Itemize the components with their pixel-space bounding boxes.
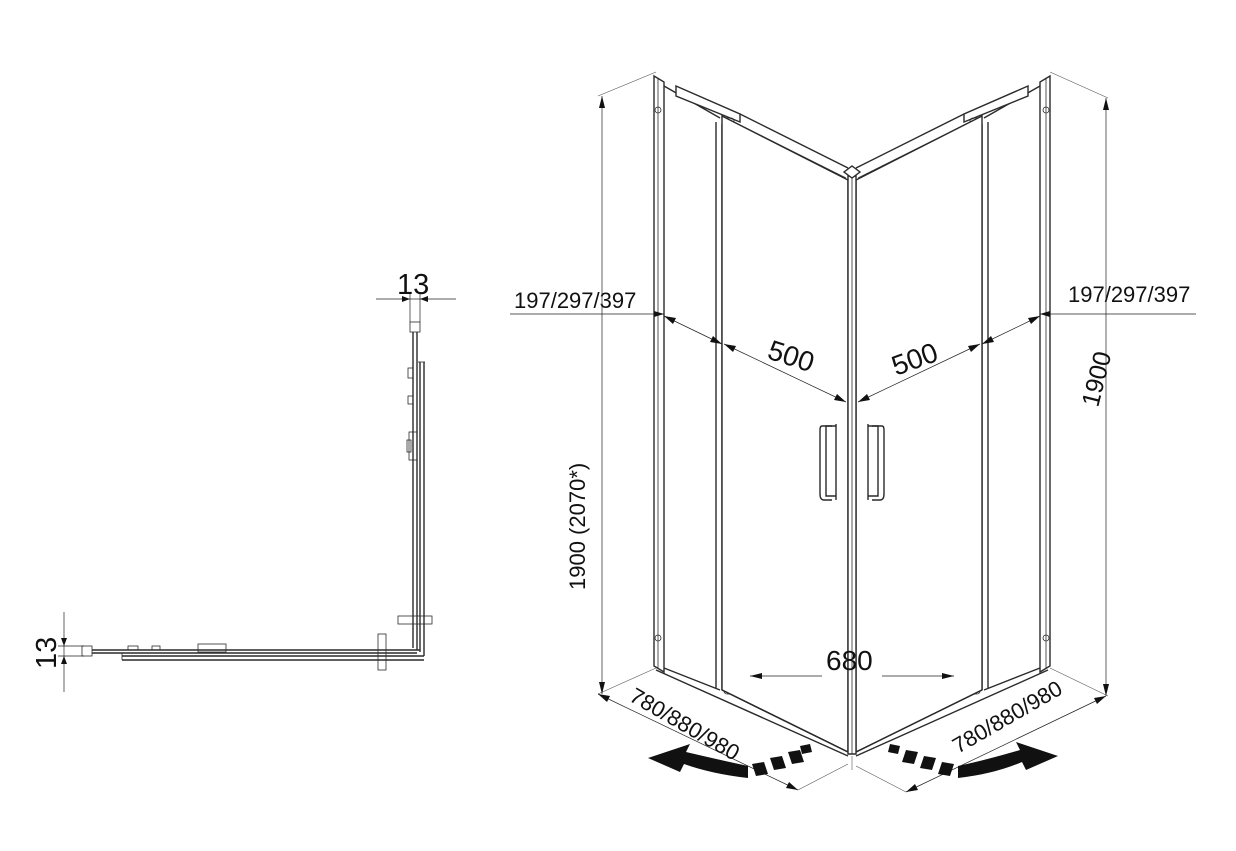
left-height-label: 1900 (2070*) (565, 463, 590, 590)
corner-post (842, 165, 862, 755)
entry-width-dimension (750, 673, 954, 679)
plan-left-dimension (58, 612, 84, 692)
right-base-dimension (855, 695, 1107, 793)
plan-top-dimension (376, 292, 456, 322)
left-offset-dimension (510, 311, 664, 317)
base-outline (655, 669, 1049, 770)
right-door (855, 113, 983, 754)
left-height-dimension (599, 96, 605, 694)
plan-view: 13 13 (31, 269, 456, 692)
left-wall-profile (653, 74, 665, 674)
elevation-view: 197/297/397 197/297/397 500 500 (510, 71, 1196, 793)
plan-vertical-profile (397, 321, 433, 656)
entry-width-label: 680 (826, 645, 873, 676)
right-height-label: 1900 (1077, 349, 1118, 410)
right-height-dimension (1103, 98, 1109, 696)
right-door-swing-arrow (888, 742, 1058, 778)
plan-horizontal-profile (81, 633, 424, 671)
plan-top-dim-label: 13 (397, 269, 429, 301)
left-door-handle (819, 424, 837, 501)
plan-left-dim-label: 13 (31, 637, 63, 669)
left-door-swing-arrow (648, 744, 812, 778)
right-door-width-dimension (857, 315, 1041, 403)
right-offset-label: 197/297/397 (1068, 282, 1190, 307)
right-offset-dimension (1040, 311, 1196, 317)
right-wall-profile (1039, 74, 1051, 674)
right-door-handle (867, 424, 885, 501)
left-offset-label: 197/297/397 (514, 288, 636, 313)
left-door-width-dimension (663, 315, 847, 403)
